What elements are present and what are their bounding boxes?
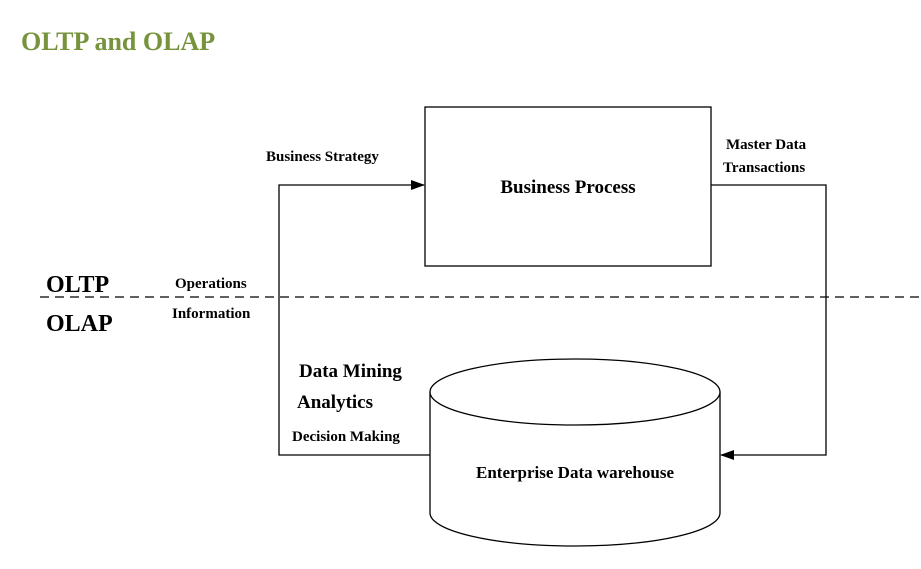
strategy-flow-arrow [278, 180, 430, 456]
analytics-label: Analytics [297, 392, 373, 413]
business-process-label: Business Process [500, 177, 635, 198]
oltp-layer-label: OLTP [46, 272, 109, 298]
business-process-box [424, 106, 712, 267]
information-label: Information [172, 306, 251, 322]
master-data-label: Master Data [726, 137, 807, 153]
business-strategy-label: Business Strategy [266, 149, 379, 165]
operations-label: Operations [175, 276, 247, 292]
data-warehouse-cylinder [429, 358, 721, 547]
data-warehouse-label: Enterprise Data warehouse [476, 463, 674, 482]
decision-making-label: Decision Making [292, 429, 400, 445]
page-title: OLTP and OLAP [21, 27, 216, 56]
transactions-flow-arrow [711, 184, 827, 460]
transactions-label: Transactions [723, 160, 805, 176]
olap-layer-label: OLAP [46, 311, 113, 337]
data-mining-label: Data Mining [299, 361, 402, 382]
